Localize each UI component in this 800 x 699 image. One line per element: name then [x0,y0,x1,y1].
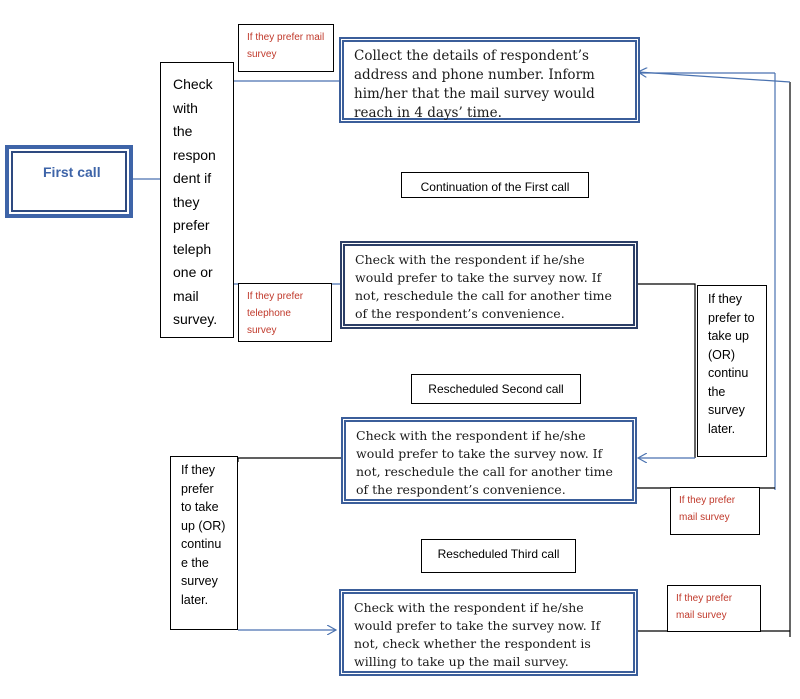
collect-details-box: Collect the details of respondent’s addr… [339,37,640,123]
check-preference-box: Check with the respon dent if they prefe… [160,62,234,338]
second-call-label: Rescheduled Second call [411,374,581,404]
third-call-check-box: Check with the respondent if he/she woul… [339,589,638,676]
first-call-check-box: Check with the respondent if he/she woul… [340,241,638,329]
take-up-later-left: If they prefer to take up (OR) continu e… [170,456,238,630]
second-call-check-box: Check with the respondent if he/she woul… [341,417,637,504]
second-call-check-text: Check with the respondent if he/she woul… [356,428,613,497]
tag-mail-survey-mid: If they prefer mail survey [670,487,760,535]
first-call-check-text: Check with the respondent if he/she woul… [355,252,612,321]
tag-mail-survey-top: If they prefer mail survey [238,24,334,72]
tag-telephone-survey: If they prefer telephone survey [238,283,332,342]
third-call-check-text: Check with the respondent if he/she woul… [354,600,601,669]
first-call-label: First call [43,164,101,180]
connector-loop-left [237,457,345,462]
connector-loop-right [635,283,696,458]
arrow-to-collect [638,72,791,83]
tag-mail-survey-bottom: If they prefer mail survey [667,585,761,632]
take-up-later-right: If they prefer to take up (OR) continu t… [697,285,767,457]
third-call-label: Rescheduled Third call [421,539,576,573]
collect-details-text: Collect the details of respondent’s addr… [354,48,595,121]
check-preference-text: Check with the respon dent if they prefe… [173,76,218,327]
first-call-box: First call [5,145,133,218]
continuation-label: Continuation of the First call [401,172,589,198]
